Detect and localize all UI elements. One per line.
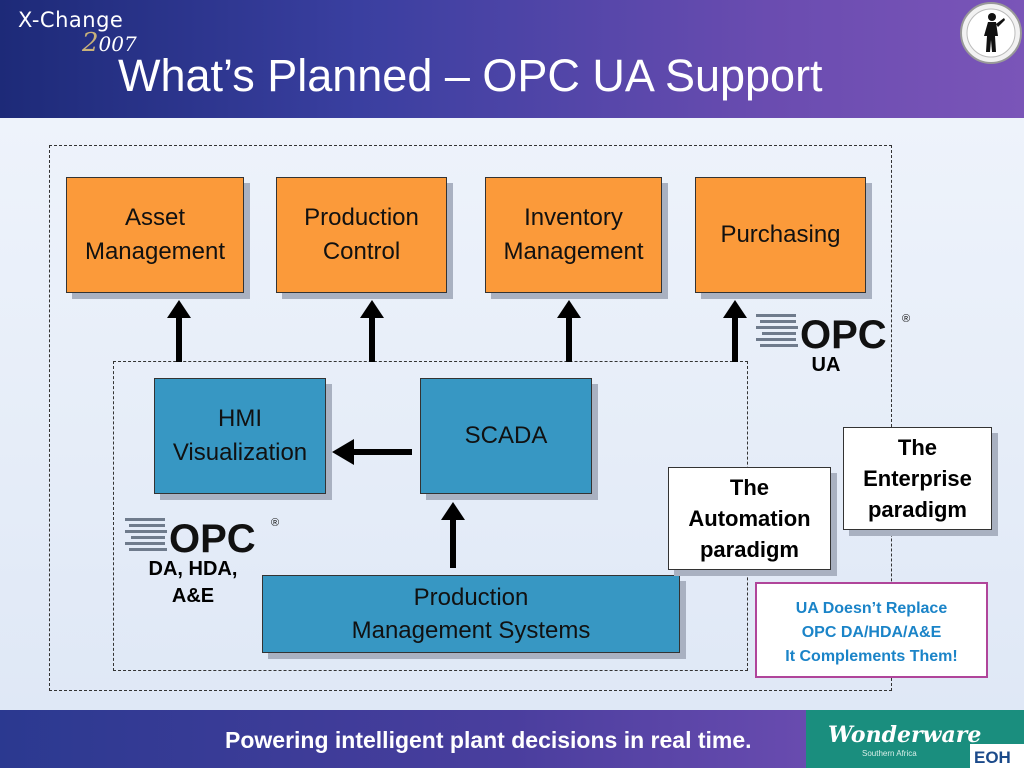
opc-ua-logo-icon: OPC ® xyxy=(756,313,910,354)
eoh-logo: EOH xyxy=(974,748,1011,767)
production-control-box: Production Control xyxy=(276,177,447,293)
slide-footer: Powering intelligent plant decisions in … xyxy=(0,710,1024,768)
wonderware-logo: Wonderware Southern Africa EOH xyxy=(806,710,1024,768)
production-management-systems-box: Production Management Systems xyxy=(262,575,680,653)
opc-da-registered-mark: ® xyxy=(271,517,279,529)
year-lead-digit: 2 xyxy=(82,28,99,58)
wonderware-logo-region: Southern Africa xyxy=(862,749,917,758)
silhouette-emblem-icon xyxy=(960,2,1022,64)
opc-da-hda-ae-label: DA, HDA, A&E xyxy=(148,558,238,607)
slide-title: What’s Planned – OPC UA Support xyxy=(118,50,823,101)
xchange-logo-year: 2007 xyxy=(82,28,137,58)
arrow-up-purchasing-icon xyxy=(723,300,747,362)
xchange-logo-text: X-Change xyxy=(18,8,124,32)
enterprise-paradigm-box: The Enterprise paradigm xyxy=(843,427,992,530)
automation-paradigm-box: The Automation paradigm xyxy=(668,467,831,570)
wonderware-logo-script: Wonderware xyxy=(828,722,981,748)
opc-ua-logo-text: OPC xyxy=(800,313,887,354)
opc-ua-label: UA xyxy=(811,354,841,376)
slide-header: X-Change 2007 What’s Planned – OPC UA Su… xyxy=(0,0,1024,118)
ua-complements-note: UA Doesn’t Replace OPC DA/HDA/A&E It Com… xyxy=(755,582,988,678)
hmi-visualization-box: HMI Visualization xyxy=(154,378,326,494)
opc-da-logo-text: OPC xyxy=(169,517,256,558)
inventory-management-box: Inventory Management xyxy=(485,177,662,293)
opc-da-logo-icon: OPC ® xyxy=(125,517,279,558)
opc-ua-registered-mark: ® xyxy=(902,313,910,325)
asset-management-box: Asset Management xyxy=(66,177,244,293)
footer-tagline: Powering intelligent plant decisions in … xyxy=(225,727,752,753)
arrow-up-inventory-icon xyxy=(557,300,581,362)
arrow-up-asset-icon xyxy=(167,300,191,362)
enterprise-boundary xyxy=(49,145,892,691)
wonderware-logo-icon: Wonderware Southern Africa EOH xyxy=(828,722,1024,768)
purchasing-box: Purchasing xyxy=(695,177,866,293)
arrow-up-pms-to-scada-icon xyxy=(441,502,465,568)
arrow-up-production-control-icon xyxy=(360,300,384,362)
arrow-left-scada-to-hmi-icon xyxy=(332,439,412,465)
scada-box: SCADA xyxy=(420,378,592,494)
year-rest: 007 xyxy=(98,32,137,56)
